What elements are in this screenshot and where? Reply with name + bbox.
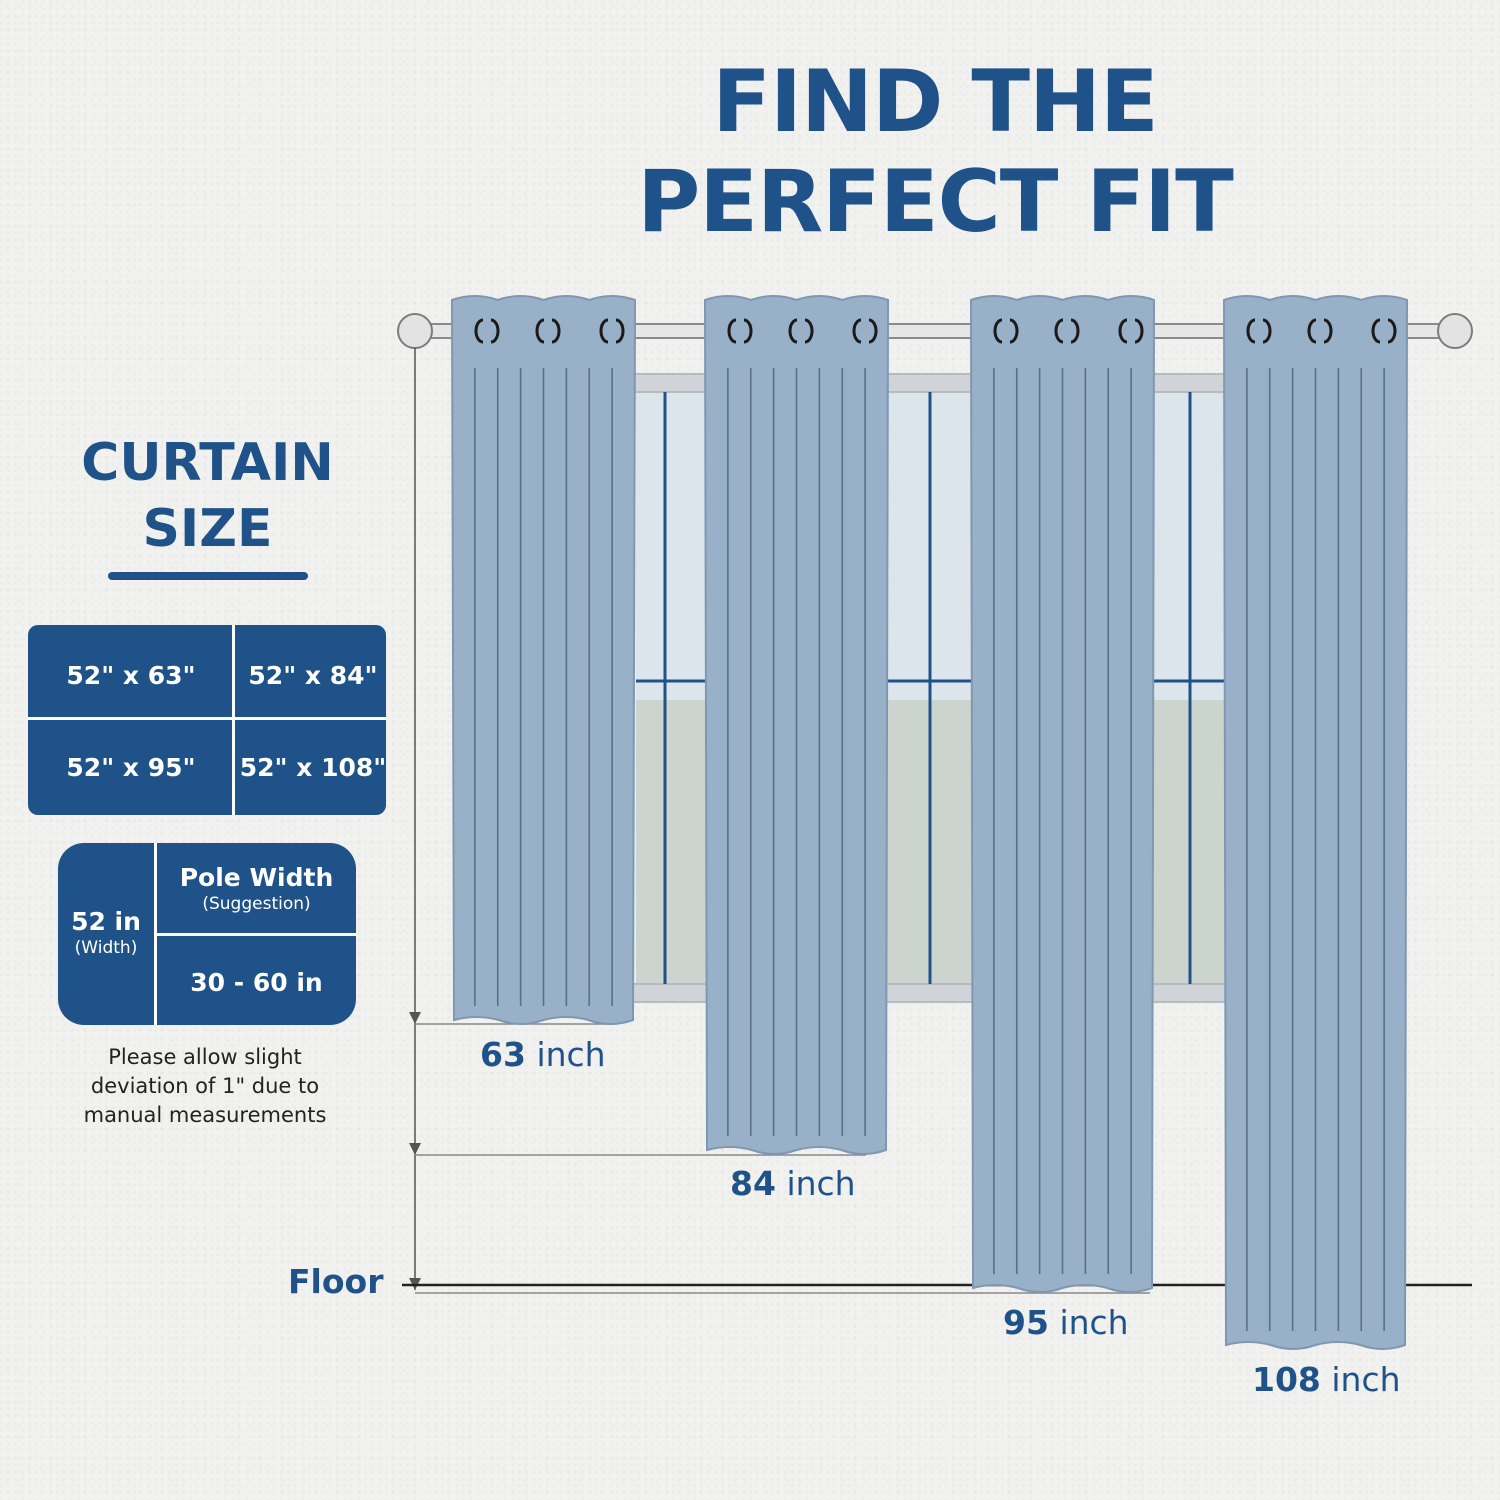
page-title: FIND THE PERFECT FIT xyxy=(600,52,1270,252)
grommet-ring xyxy=(788,318,798,344)
note-line-2: deviation of 1" due to xyxy=(90,1074,320,1098)
size-option-108: 52" x 108" xyxy=(239,753,386,782)
heading-underline xyxy=(108,572,308,580)
grommet-ring xyxy=(490,318,500,344)
pole-box-divider-horizontal xyxy=(157,933,356,936)
title-line-1: FIND THE xyxy=(712,52,1158,152)
grommet-ring xyxy=(1387,318,1397,344)
note-line-1: Please allow slight xyxy=(108,1045,302,1069)
pole-box-divider-vertical xyxy=(154,843,157,1025)
curtain-rod xyxy=(397,313,1473,349)
length-unit: inch xyxy=(1331,1360,1401,1399)
grommet-ring xyxy=(599,318,609,344)
note-line-3: manual measurements xyxy=(83,1103,327,1127)
grommet-ring xyxy=(868,318,878,344)
grommet-ring xyxy=(1009,318,1019,344)
curtain-width-note: (Width) xyxy=(74,938,138,958)
grommet-ring xyxy=(1070,318,1080,344)
pole-width-box: 52 in (Width) Pole Width (Suggestion) 30… xyxy=(58,843,356,1025)
grommet-ring xyxy=(551,318,561,344)
size-option-84: 52" x 84" xyxy=(248,661,378,690)
grommet-ring xyxy=(1262,318,1272,344)
title-line-2: PERFECT FIT xyxy=(637,152,1234,252)
length-unit: inch xyxy=(786,1164,856,1203)
size-option-63: 52" x 63" xyxy=(66,661,196,690)
length-label-84: 84 inch xyxy=(730,1164,856,1203)
length-value: 95 xyxy=(1003,1303,1049,1342)
grommet-ring xyxy=(1307,318,1317,344)
length-value: 84 xyxy=(730,1164,776,1203)
rod-finial-left xyxy=(397,313,433,349)
curtain-panels xyxy=(450,295,1409,1350)
length-unit: inch xyxy=(536,1035,606,1074)
grommet-ring xyxy=(615,318,625,344)
grommet-ring xyxy=(1134,318,1144,344)
grommet-ring xyxy=(1054,318,1064,344)
curtain-size-line-1: CURTAIN xyxy=(81,433,334,493)
grommet-ring xyxy=(474,318,484,344)
grommet-ring xyxy=(852,318,862,344)
size-options-grid: 52" x 63" 52" x 84" 52" x 95" 52" x 108" xyxy=(28,625,386,815)
grommet-ring xyxy=(993,318,1003,344)
length-value: 108 xyxy=(1252,1360,1321,1399)
grommet-ring xyxy=(1371,318,1381,344)
length-label-63: 63 inch xyxy=(480,1035,606,1074)
curtain-size-heading: CURTAIN SIZE xyxy=(60,430,355,562)
grommet-ring xyxy=(1246,318,1256,344)
pole-width-heading: Pole Width xyxy=(179,863,334,892)
grid-divider-horizontal xyxy=(28,717,386,720)
curtain-size-line-2: SIZE xyxy=(142,499,273,559)
length-unit: inch xyxy=(1059,1303,1129,1342)
pole-width-heading-note: (Suggestion) xyxy=(202,894,311,914)
grommet-ring xyxy=(1118,318,1128,344)
grommet-ring xyxy=(535,318,545,344)
length-label-108: 108 inch xyxy=(1252,1360,1401,1399)
rod-finial-right xyxy=(1437,313,1473,349)
grommet-ring xyxy=(743,318,753,344)
curtain-width-value: 52 in xyxy=(71,907,141,936)
grid-divider-vertical xyxy=(232,625,235,815)
size-option-95: 52" x 95" xyxy=(66,753,196,782)
length-value: 63 xyxy=(480,1035,526,1074)
grommet-ring xyxy=(727,318,737,344)
grommet-ring xyxy=(804,318,814,344)
pole-width-range: 30 - 60 in xyxy=(190,968,323,997)
measurement-note: Please allow slight deviation of 1" due … xyxy=(55,1043,355,1130)
length-label-95: 95 inch xyxy=(1003,1303,1129,1342)
floor-label: Floor xyxy=(288,1262,384,1301)
grommet-ring xyxy=(1323,318,1333,344)
